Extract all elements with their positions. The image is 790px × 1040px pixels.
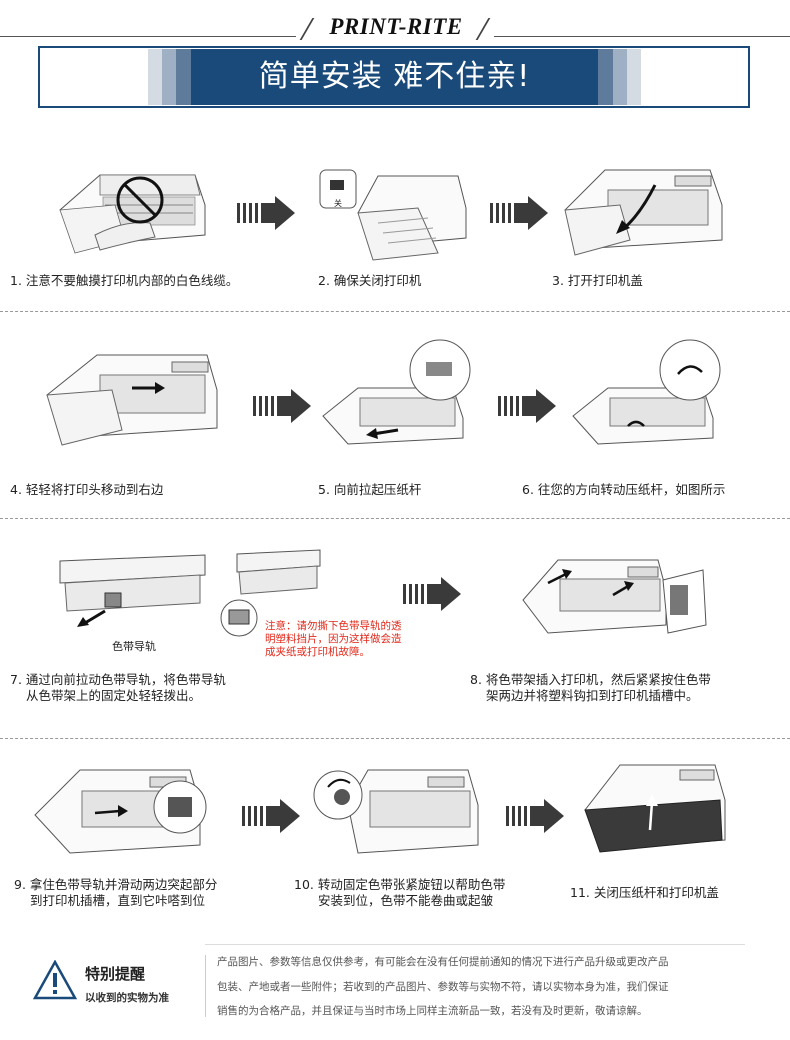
printer-illustration (584, 764, 726, 853)
right-arrow-icon (490, 196, 548, 230)
footer-title: 特别提醒 (85, 965, 146, 983)
right-arrow-icon (403, 577, 461, 611)
printer-illustration (34, 769, 207, 854)
header-slash-right (475, 18, 491, 40)
warning-line-3: 成夹纸或打印机故障。 (265, 646, 370, 658)
right-arrow-icon (242, 799, 300, 833)
printer-illustration (572, 339, 721, 445)
section-divider (0, 738, 790, 739)
step-9-caption: 9. 拿住色带导轨并滑动两边突起部分 到打印机插槽，直到它咔嗒到位 (14, 877, 217, 909)
step-7-line-1: 7. 通过向前拉动色带导轨，将色带导轨 (10, 672, 226, 687)
right-arrow-icon (498, 389, 556, 423)
right-arrow-icon (506, 799, 564, 833)
banner-stripe (176, 49, 191, 105)
footer-top-line (205, 944, 745, 945)
header-line-right (494, 36, 790, 37)
step-3-caption: 3. 打开打印机盖 (552, 273, 643, 288)
footer-disclaimer-line-1: 产品图片、参数等信息仅供参考，有可能会在没有任何提前通知的情况下进行产品升级或更… (217, 956, 669, 968)
footer-disclaimer-line-3: 销售的为合格产品，并且保证与当时市场上同样主流新品一致，若没有及时更新，敬请谅解… (217, 1005, 648, 1017)
banner-stripe (162, 49, 176, 105)
warning-line-2: 明塑料挡片，因为这样做会造 (265, 633, 402, 645)
section-divider (0, 518, 790, 519)
printer-illustration (522, 559, 707, 634)
printer-illustration (313, 769, 479, 854)
footer-disclaimer-line-2: 包装、产地或者一些附件；若收到的产品图片、参数等与实物不符，请以实物本身为准，我… (217, 981, 669, 993)
step-6-caption: 6. 往您的方向转动压纸杆，如图所示 (522, 482, 726, 497)
ribbon-guide-label: 色带导轨 (112, 640, 156, 653)
section-divider (0, 311, 790, 312)
step-8-line-1: 8. 将色带架插入打印机，然后紧紧按住色带 (470, 672, 711, 687)
banner-title: 简单安装 难不住亲! (191, 49, 598, 105)
header-slash-left (299, 18, 315, 40)
banner-stripe (613, 49, 627, 105)
banner-stripe (627, 49, 641, 105)
ribbon-cartridge-illustration (220, 549, 321, 637)
printer-illustration (59, 174, 206, 254)
right-arrow-icon (237, 196, 295, 230)
step-7-line-2: 从色带架上的固定处轻轻拨出。 (26, 688, 202, 703)
brand-logo: PRINT-RITE (329, 14, 463, 39)
step-4-caption: 4. 轻轻将打印头移动到右边 (10, 482, 164, 497)
step-5-caption: 5. 向前拉起压纸杆 (318, 482, 422, 497)
printer-illustration (564, 169, 723, 256)
switch-label: 关 (334, 199, 342, 208)
step-7-caption: 7. 通过向前拉动色带导轨，将色带导轨 从色带架上的固定处轻轻拨出。 (10, 672, 226, 704)
step-8-line-2: 架两边并将塑料钩扣到打印机插槽中。 (486, 688, 699, 703)
step-10-caption: 10. 转动固定色带张紧旋钮以帮助色带 安装到位，色带不能卷曲或起皱 (294, 877, 505, 909)
step-9-line-2: 到打印机插槽，直到它咔嗒到位 (30, 893, 206, 908)
step-10-line-2: 安装到位，色带不能卷曲或起皱 (318, 893, 494, 908)
knob-icon (334, 789, 350, 805)
step-11-caption: 11. 关闭压纸杆和打印机盖 (570, 885, 719, 900)
step-2-caption: 2. 确保关闭打印机 (318, 273, 422, 288)
printer-illustration (322, 339, 471, 445)
step-1-caption: 1. 注意不要触摸打印机内部的白色线缆。 (10, 273, 239, 288)
ribbon-cartridge-illustration (59, 554, 206, 627)
footer-subtitle: 以收到的实物为准 (85, 992, 169, 1004)
step-8-caption: 8. 将色带架插入打印机，然后紧紧按住色带 架两边并将塑料钩扣到打印机插槽中。 (470, 672, 711, 704)
warning-triangle-icon (33, 960, 77, 1000)
printer-illustration (319, 169, 467, 261)
banner-stripe (148, 49, 162, 105)
right-arrow-icon (253, 389, 311, 423)
footer-divider (205, 955, 206, 1017)
banner-stripe (598, 49, 613, 105)
step-9-line-1: 9. 拿住色带导轨并滑动两边突起部分 (14, 877, 218, 892)
ribbon-warning-text: 注意：请勿撕下色带导轨的透 明塑料挡片，因为这样做会造 成夹纸或打印机故障。 (265, 620, 402, 659)
header-line-left (0, 36, 296, 37)
printer-illustration (46, 354, 218, 446)
warning-line-1: 注意：请勿撕下色带导轨的透 (265, 620, 402, 632)
step-10-line-1: 10. 转动固定色带张紧旋钮以帮助色带 (294, 877, 506, 892)
